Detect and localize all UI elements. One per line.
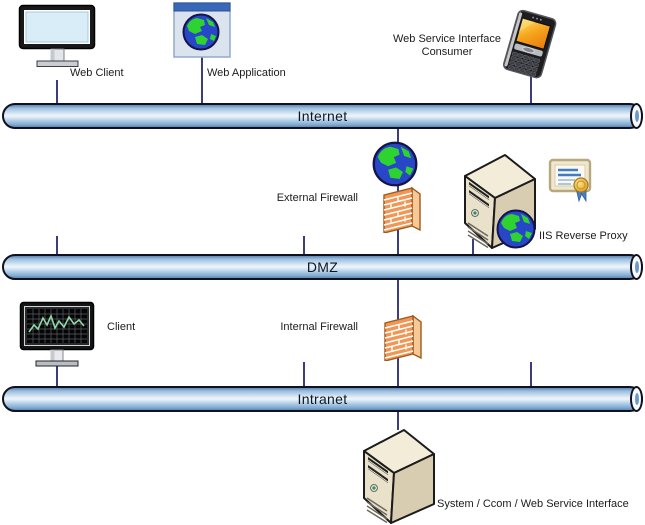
external-firewall-label: External Firewall [276,192,358,204]
dmz-bus: DMZ [2,254,643,280]
iis-reverse-proxy-label: IIS Reverse Proxy [539,230,628,242]
certificate-seal-icon [548,157,594,208]
connector-intranet-system [397,411,399,430]
intranet-label: Intranet [297,391,348,407]
monitor-chart-icon [19,301,97,374]
server-tower-icon [360,426,438,525]
connector-web-client-internet [56,80,58,104]
connector-stub-intranet-mid [303,362,305,387]
internet-bus: Internet [2,103,643,129]
internal-firewall-label: Internal Firewall [280,321,358,333]
connector-stub-intranet-right [530,362,532,387]
globe-icon [372,141,418,192]
client-label: Client [107,321,136,333]
web-application-label: Web Application [207,67,286,79]
firewall-brick-icon [381,185,423,238]
pipe-end-cap [630,254,643,280]
connector-ws-consumer-internet [530,73,532,104]
pipe-end-cap [630,386,643,412]
desktop-monitor-icon [18,4,98,73]
system-label: System / Ccom / Web Service Interface [437,498,629,510]
intranet-bus: Intranet [2,386,643,412]
connector-stub-dmz-mid [303,236,305,255]
smartphone-icon [499,8,558,86]
web-client-label: Web Client [70,67,124,79]
connector-stub-dmz-left [56,236,58,255]
dmz-label: DMZ [306,259,339,275]
firewall-brick-icon [382,313,424,366]
connector-client-intranet [56,365,58,387]
connector-iis-dmz [472,239,474,255]
ws-consumer-label: Web Service Interface Consumer [392,33,501,58]
connector-web-application-internet [201,57,203,104]
pipe-end-cap [630,103,643,129]
browser-globe-icon [173,2,231,63]
globe-overlay-icon [496,209,536,254]
internet-label: Internet [297,108,348,124]
